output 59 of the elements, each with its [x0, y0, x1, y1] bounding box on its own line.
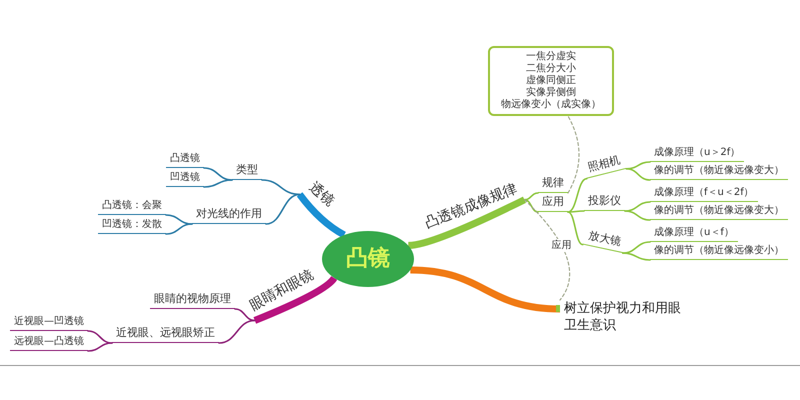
- branch-label: 树立保护视力和用眼卫生意识: [560, 300, 687, 334]
- branch-line: [203, 179, 233, 188]
- branch-line: [261, 179, 300, 196]
- branch-line: [624, 201, 651, 212]
- branch-line: [524, 198, 539, 213]
- branch-label: 应用: [538, 195, 568, 212]
- branch-line: [408, 196, 526, 249]
- topic-title: 凸镜: [346, 246, 390, 272]
- branch-label: 成像原理（u＞2f）: [650, 146, 744, 162]
- branch-line: [253, 276, 337, 324]
- branch-line: [218, 320, 256, 344]
- note-line: 虚像同侧正: [525, 75, 577, 86]
- branch-label: 成像原理（u＜f）: [650, 226, 738, 242]
- note-box: [488, 46, 614, 116]
- branch-title: 透镜: [300, 176, 340, 216]
- branch-label: 凸透镜：会聚: [98, 199, 166, 215]
- branch-label: 凹透镜：发散: [98, 218, 166, 234]
- branch-label: 规律: [538, 176, 568, 193]
- branch-label: 像的调节（物近像远像变大）: [650, 164, 788, 180]
- branch-label: 像的调节（物近像远像变小）: [650, 244, 788, 260]
- branch-line: [410, 266, 560, 312]
- note-line: 实像异侧倒: [525, 87, 577, 98]
- branch-label: 近视眼、远视眼矫正: [112, 326, 219, 343]
- branch-label: 凸透镜: [166, 152, 204, 168]
- branch-line: [524, 192, 539, 200]
- branch-line: [87, 342, 113, 352]
- branch-line: [296, 192, 346, 238]
- branch-label: 对光线的作用: [192, 207, 266, 224]
- branch-line: [165, 223, 193, 235]
- branch-title: 眼睛和眼镜: [244, 264, 322, 320]
- branch-label: 像的调节（物近像远像变大）: [650, 204, 788, 220]
- branch-line: [624, 210, 651, 221]
- branch-line: [567, 210, 585, 213]
- dashed-connector: [567, 115, 580, 194]
- branch-label: 投影仪: [584, 194, 625, 211]
- branch-label: 成像原理（f＜u＜2f）: [650, 186, 758, 202]
- dashed-connector: [524, 199, 570, 301]
- note-line: 一焦分虚实: [525, 51, 577, 62]
- branch-label: 远视眼—凸透镜: [10, 335, 88, 351]
- branch-line: [234, 308, 256, 322]
- branch-line: [567, 178, 588, 213]
- branch-label: 凹透镜: [166, 171, 204, 187]
- edge-label: 应用: [550, 238, 572, 252]
- branch-line: [622, 252, 651, 261]
- branch-line: [165, 214, 193, 225]
- branch-line: [626, 168, 651, 181]
- note-line: 物远像变小（成实像）: [500, 99, 602, 111]
- branch-line: [622, 241, 651, 254]
- branch-label: 类型: [232, 163, 262, 180]
- branch-label: 照相机: [582, 152, 626, 179]
- branch-label: 近视眼—凹透镜: [10, 315, 88, 331]
- branch-title: 凸透镜成像规律: [419, 178, 525, 238]
- note-line: 二焦分大小: [525, 63, 577, 74]
- branch-line: [87, 330, 113, 344]
- branch-line: [203, 167, 233, 181]
- branch-line: [567, 211, 584, 246]
- branch-label: 放大镜: [582, 228, 626, 254]
- branch-line: [265, 194, 300, 225]
- branch-label: 眼睛的视物原理: [150, 292, 235, 309]
